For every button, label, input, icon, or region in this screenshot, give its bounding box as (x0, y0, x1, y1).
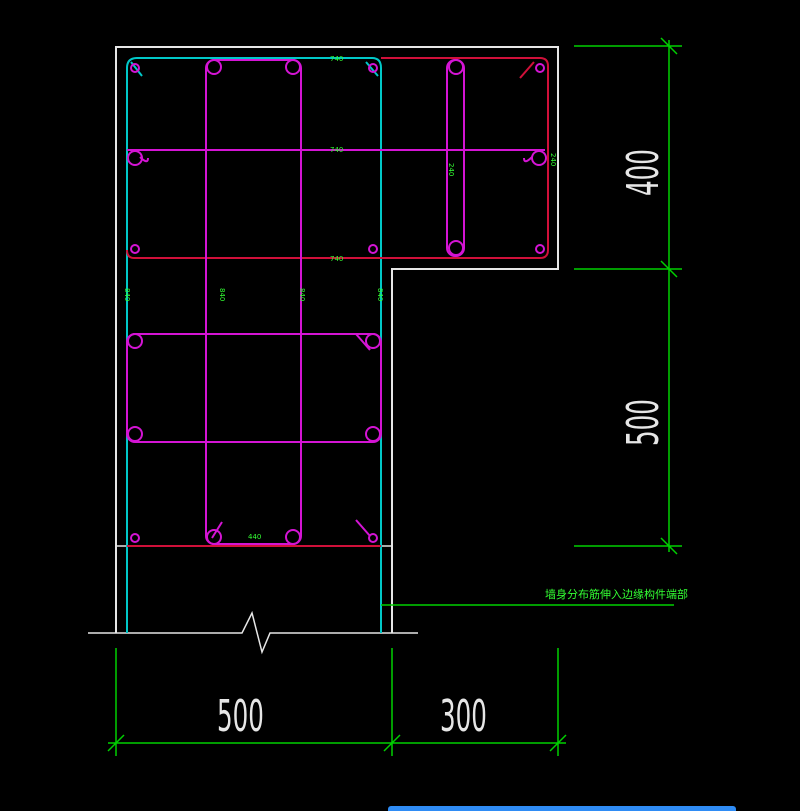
bar-circle (130, 533, 140, 543)
bar-circle (206, 529, 222, 545)
bar-circle (368, 244, 378, 254)
tie-hook-right (523, 156, 533, 163)
bar-circle (368, 533, 378, 543)
flange-stirrup-red (126, 57, 549, 259)
bar-circle (368, 63, 378, 73)
dim-tick (660, 37, 678, 55)
dim-tick (660, 537, 678, 555)
bottom-dimension-texts: 500 300 (217, 690, 487, 742)
dim-tick (383, 734, 401, 752)
bar-circle (535, 63, 545, 73)
dim-text-500-vertical: 500 (617, 399, 669, 446)
bar-circle (285, 529, 301, 545)
label-web-bottom: 440 (248, 533, 261, 541)
label-top-flange-bottom: 740 (330, 255, 343, 263)
note-annotation: 墙身分布筋伸入边缘构件端部 (381, 587, 688, 606)
label-web-vertical-2: 840 (218, 288, 226, 301)
label-web-vertical-4: 840 (376, 288, 384, 301)
red-stirrups (126, 57, 549, 547)
concrete-outline (88, 46, 559, 655)
label-web-vertical-3: 840 (298, 288, 306, 301)
bar-circle (365, 426, 381, 442)
label-flange-tie-1: 240 (447, 163, 455, 176)
bar-circle (206, 59, 222, 75)
bar-circle (130, 63, 140, 73)
label-top-flange-top: 740 (330, 55, 343, 63)
longitudinal-bars (127, 59, 547, 545)
tie-hook-web-1 (355, 333, 371, 351)
bar-circle (127, 426, 143, 442)
label-web-vertical-1: 840 (123, 288, 131, 301)
web-outer-stirrup (126, 57, 382, 633)
dim-tick (660, 260, 678, 278)
label-flange-tie-2: 240 (549, 153, 557, 166)
right-dimensions (574, 37, 682, 555)
tie-hook-web-2 (355, 519, 371, 537)
dim-text-500-horizontal: 500 (217, 690, 264, 742)
bar-circle (285, 59, 301, 75)
right-dimension-texts: 400 500 (617, 149, 669, 446)
bottom-floating-button[interactable] (388, 806, 736, 811)
web-stirrup-cyan (126, 57, 382, 633)
flange-vertical-tie (446, 59, 465, 257)
dim-text-300: 300 (440, 690, 487, 742)
bar-circle (127, 150, 143, 166)
break-line (88, 610, 418, 655)
flange-hook-red (519, 61, 535, 79)
web-middle-tie (126, 333, 382, 443)
web-inner-tie (205, 59, 302, 545)
dim-tick (549, 734, 567, 752)
bar-circle (448, 240, 464, 256)
bar-circle (535, 244, 545, 254)
rebar-labels: 740 740 740 240 240 840 840 840 840 440 (123, 55, 557, 541)
bar-circle (365, 333, 381, 349)
label-top-flange-mid: 740 (330, 146, 343, 154)
bar-circle (531, 150, 547, 166)
note-text: 墙身分布筋伸入边缘构件端部 (545, 587, 688, 601)
dim-text-400: 400 (617, 149, 669, 196)
bar-circle (448, 59, 464, 75)
dim-tick (107, 734, 125, 752)
bar-circle (127, 333, 143, 349)
bar-circle (130, 244, 140, 254)
magenta-ties (126, 59, 545, 545)
wall-section-outline (115, 46, 559, 633)
bottom-dimensions (107, 648, 567, 756)
tie-hook-corner-1 (365, 61, 379, 77)
